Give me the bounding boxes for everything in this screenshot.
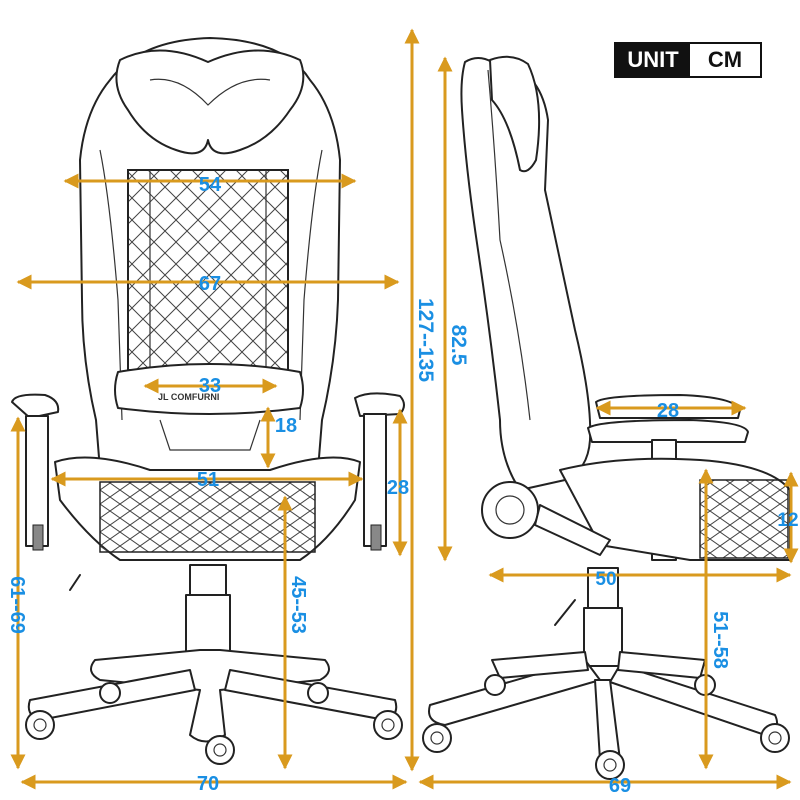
front-chair-sketch: JL COMFURNI xyxy=(11,37,405,765)
dim-text-headrest-width: 54 xyxy=(199,174,222,196)
unit-badge: UNIT CM xyxy=(614,42,762,78)
side-lower-armrest xyxy=(587,419,749,443)
dim-text-total-height: 127--135 xyxy=(414,298,437,382)
dim-text-base-width: 70 xyxy=(197,773,219,795)
side-headrest xyxy=(489,55,541,173)
front-dimensions: 54 67 33 18 51 28 127--135 61--69 45--53… xyxy=(6,28,437,795)
front-wheels xyxy=(25,682,403,765)
front-right-armrest xyxy=(354,392,405,417)
dim-text-armrest-height: 28 xyxy=(387,477,409,499)
dim-text-side-seat-floor-height: 51--58 xyxy=(709,611,731,669)
dim-text-seat-width: 51 xyxy=(197,469,219,491)
side-star-base xyxy=(428,659,601,726)
dim-text-back-width: 67 xyxy=(199,273,221,295)
front-left-armrest xyxy=(11,393,60,419)
dim-text-base-depth: 69 xyxy=(609,775,631,797)
side-dimensions: 82.5 28 12 50 51--58 69 xyxy=(418,56,799,797)
dim-text-lumbar-height: 18 xyxy=(275,415,297,437)
dim-text-seat-floor-height: 45--53 xyxy=(287,576,309,634)
side-chair-sketch xyxy=(422,55,791,780)
dim-text-back-height: 82.5 xyxy=(447,325,470,366)
dim-text-arm-depth: 28 xyxy=(657,400,679,422)
front-quilted-back-panel xyxy=(127,169,289,371)
front-headrest-pillow xyxy=(115,49,305,155)
dim-text-lumbar-width: 33 xyxy=(199,375,221,397)
side-recline-hub xyxy=(481,481,539,539)
front-logo-text: JL COMFURNI xyxy=(158,392,219,402)
side-gas-cylinder xyxy=(583,607,623,667)
dim-text-arm-floor-height: 61--69 xyxy=(6,576,28,634)
front-gas-cylinder-top xyxy=(189,564,227,596)
unit-value: CM xyxy=(707,47,743,72)
dim-text-seat-depth: 50 xyxy=(595,569,616,590)
unit-label: UNIT xyxy=(616,44,690,76)
dim-text-seat-thickness: 12 xyxy=(777,510,798,531)
front-backrest-outline xyxy=(79,37,341,471)
